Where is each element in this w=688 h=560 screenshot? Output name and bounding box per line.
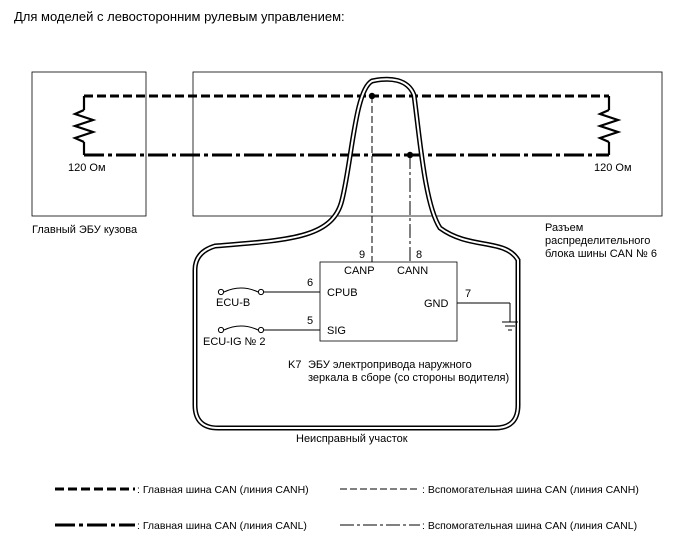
pin-6-number: 6 — [307, 277, 313, 289]
ecu-name-line1: ЭБУ электропривода наружного — [308, 359, 472, 371]
ecu-code: K7 — [288, 359, 301, 371]
diagram-title: Для моделей с левосторонним рулевым упра… — [14, 9, 345, 24]
ecu-ig-label: ECU-IG № 2 — [203, 336, 266, 348]
ecu-b-circuit — [217, 287, 320, 296]
faulty-area-label: Неисправный участок — [296, 433, 408, 445]
ecu-b-label: ECU-B — [216, 297, 250, 309]
pin-sig-label: SIG — [327, 325, 346, 337]
legend-main-canl-label: : Главная шина CAN (линия CANL) — [137, 520, 307, 532]
connector-label-line2: распределительного — [545, 235, 650, 247]
body-ecu-label: Главный ЭБУ кузова — [32, 224, 138, 236]
ecu-ig-circuit — [217, 325, 320, 334]
pin-gnd-label: GND — [424, 298, 449, 310]
mirror-ecu-box — [319, 261, 458, 342]
left-resistor — [71, 96, 97, 155]
pin-9-number: 9 — [359, 249, 365, 261]
left-resistor-label: 120 Ом — [68, 162, 106, 174]
ground-symbol — [457, 302, 518, 331]
connector-label-line3: блока шины CAN № 6 — [545, 248, 657, 260]
pin-cpub-label: CPUB — [327, 287, 358, 299]
pin-5-number: 5 — [307, 315, 313, 327]
faulty-area-outline — [192, 76, 521, 431]
body-ecu-box — [31, 71, 147, 217]
junction-connector-box — [192, 71, 663, 217]
legend: : Главная шина CAN (линия CANH) : Вспомо… — [55, 484, 639, 532]
legend-aux-canh-label: : Вспомогательная шина CAN (линия CANH) — [422, 484, 639, 496]
ecu-name-line2: зеркала в сборе (со стороны водителя) — [308, 372, 509, 384]
legend-aux-canl-label: : Вспомогательная шина CAN (линия CANL) — [422, 520, 637, 532]
legend-main-canh-label: : Главная шина CAN (линия CANH) — [137, 484, 309, 496]
right-resistor-label: 120 Ом — [594, 162, 632, 174]
pin-7-number: 7 — [465, 288, 471, 300]
connector-label-line1: Разъем — [545, 222, 583, 234]
pin-8-number: 8 — [416, 249, 422, 261]
right-resistor — [596, 96, 622, 155]
pin-cann-label: CANN — [397, 265, 428, 277]
pin-canp-label: CANP — [344, 265, 375, 277]
